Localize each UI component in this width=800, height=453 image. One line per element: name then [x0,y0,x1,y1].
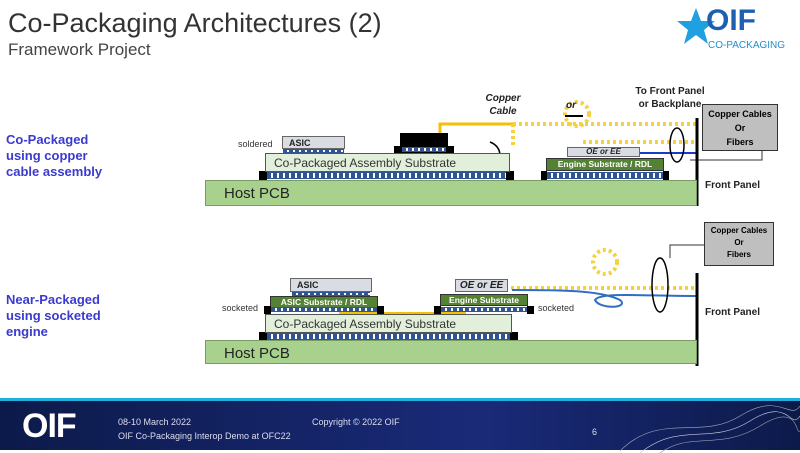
oif-logo: OIF CO-PACKAGING [676,4,796,54]
oe-ee-chip: OE or EE [455,279,508,292]
logo-tag: CO-PACKAGING [708,40,786,51]
solder-pad [259,332,267,340]
bump-row [292,292,370,296]
front-panel-label: Front Panel [705,180,761,191]
cable-connector [400,133,448,147]
soldered-label: soldered [238,139,273,149]
host-pcb: Host PCB [205,340,697,364]
socketed-label: socketed [538,303,575,313]
assembly-substrate: Co-Packaged Assembly Substrate [265,153,510,172]
front-panel-label: Front Panel [705,307,761,318]
oe-ee-chip: OE or EE [567,147,640,157]
footer-logo: OIF [22,407,77,445]
engine-substrate: Engine Substrate [440,294,528,306]
solder-pad [663,171,669,180]
slide-subtitle: Framework Project [8,40,151,59]
solder-pad [541,171,547,180]
solder-pad [506,171,514,180]
footer: OIF 08-10 March 2022 OIF Co-Packaging In… [0,398,800,453]
socket [527,306,534,314]
or-label: or [566,100,576,111]
slide-title: Co-Packaging Architectures (2) [8,8,382,38]
star-icon [677,8,715,44]
solder-pad [510,332,518,340]
footer-event: OIF Co-Packaging Interop Demo at OFC22 [118,431,291,441]
host-pcb: Host PCB [205,180,697,206]
assembly-substrate: Co-Packaged Assembly Substrate [265,314,512,333]
page-number: 6 [592,427,598,437]
solder-pad [259,171,267,180]
socket [377,306,384,314]
logo-text: OIF [706,4,756,37]
socket [434,306,441,314]
socketed-label: socketed [222,303,259,313]
bump-row [402,147,446,152]
bump-row [441,307,527,312]
footer-copyright: Copyright © 2022 OIF [312,417,400,427]
bump-row [547,172,663,179]
bump-row [271,307,377,312]
network-graphic [620,405,800,453]
bump-row [267,333,510,340]
bump-row [267,172,506,179]
footer-date: 08-10 March 2022 [118,417,192,427]
asic-chip: ASIC [282,136,345,149]
asic-chip: ASIC [290,278,372,292]
bump-row [283,149,344,153]
engine-substrate: Engine Substrate / RDL [546,158,664,171]
socket [264,306,271,314]
